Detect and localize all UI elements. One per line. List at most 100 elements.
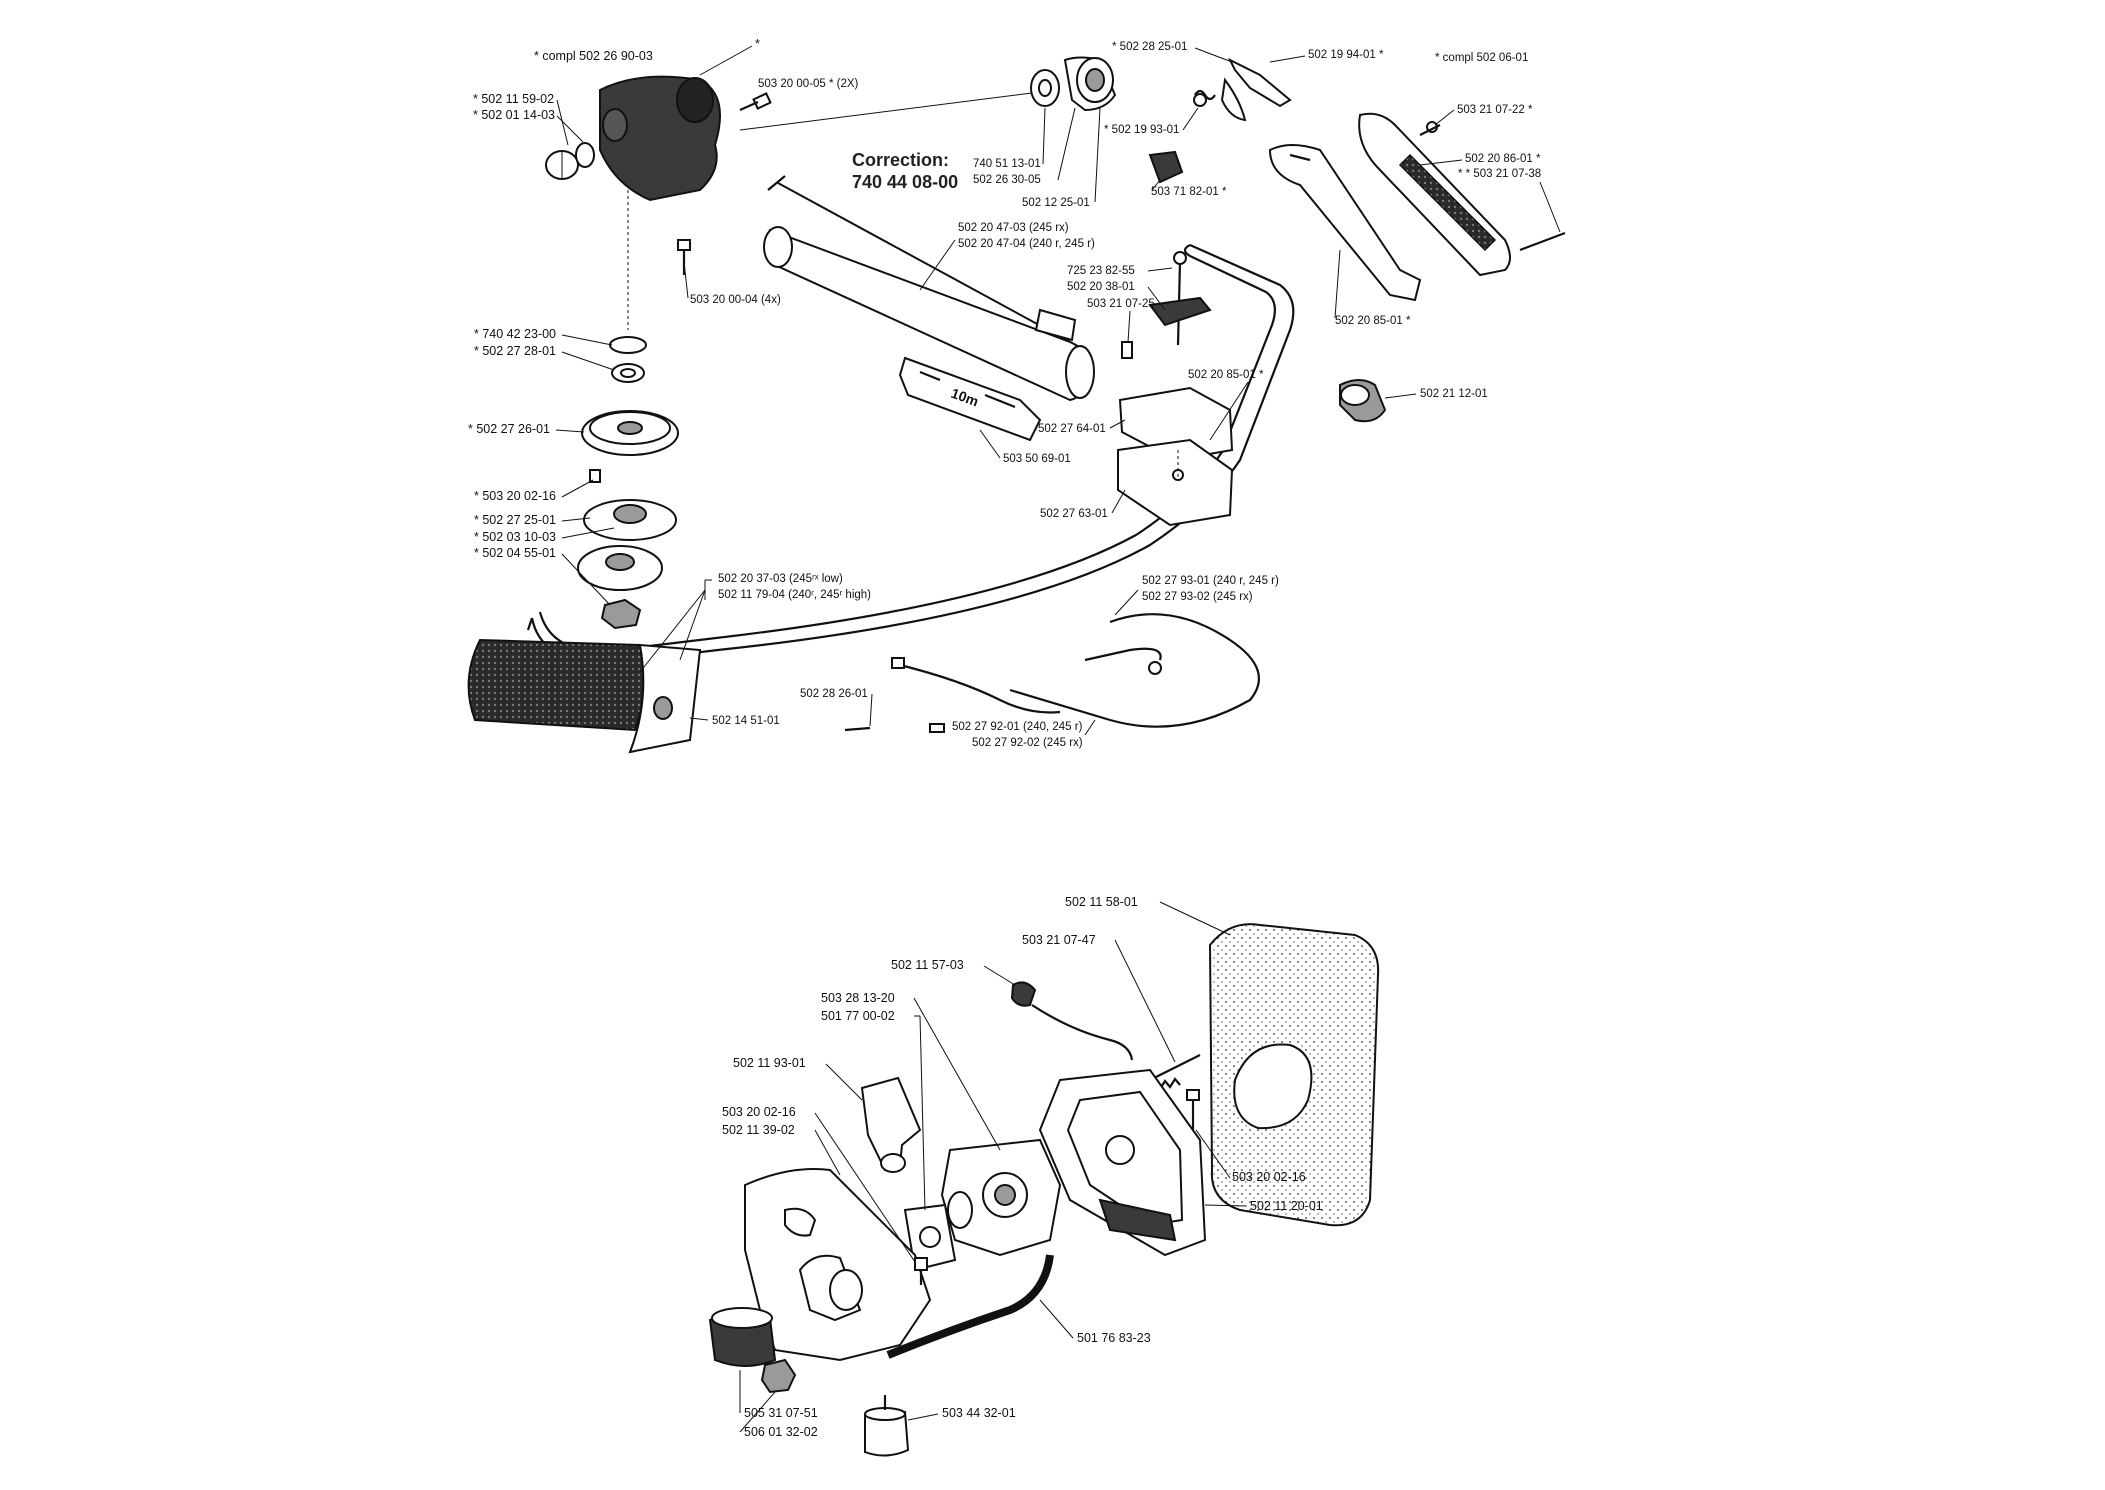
- label-502-20-37-03: 502 20 37-03 (245ʳˣ low): [718, 573, 843, 585]
- stop-switch: [1148, 150, 1184, 184]
- lower-labels: 502 11 58-01 503 21 07-47 502 11 57-03 5…: [722, 895, 1323, 1439]
- fuel-hose: [886, 1254, 1054, 1359]
- label-502-26-30-05: 502 26 30-05: [973, 174, 1041, 186]
- label-502-14-51-01: 502 14 51-01: [712, 715, 780, 727]
- label-503-21-07-47: 503 21 07-47: [1022, 933, 1096, 947]
- label-502-11-39-02: 502 11 39-02: [722, 1123, 795, 1137]
- left-grip-handle: [467, 638, 702, 754]
- label-502-27-28-01: * 502 27 28-01: [474, 344, 556, 358]
- label-502-27-92-02: 502 27 92-02 (245 rx): [972, 737, 1083, 749]
- label-502-27-93-02: 502 27 93-02 (245 rx): [1142, 591, 1253, 603]
- label-502-20-47-03: 502 20 47-03 (245 rx): [958, 222, 1069, 234]
- throttle-lever: [1220, 57, 1292, 122]
- label-502-11-20-01: 502 11 20-01: [1250, 1199, 1323, 1213]
- label-502-11-93-01: 502 11 93-01: [733, 1056, 806, 1070]
- screw-4x: [677, 239, 691, 275]
- label-503-20-00-05: 503 20 00-05 * (2X): [758, 78, 859, 90]
- label-502-27-93-01: 502 27 93-01 (240 r, 245 r): [1142, 575, 1279, 587]
- handle-screw-long: [1519, 231, 1566, 252]
- wire-connector: [844, 723, 945, 733]
- upper-labels: * compl 502 26 90-03 * * 502 11 59-02 * …: [468, 37, 1561, 749]
- label-502-20-85-01-right: 502 20 85-01 *: [1335, 315, 1411, 327]
- label-740-51-13-01: 740 51 13-01: [973, 158, 1041, 170]
- label-502-27-26-01: * 502 27 26-01: [468, 422, 550, 436]
- clamp-knob: [1148, 296, 1212, 327]
- label-gearhead-star: *: [755, 37, 760, 51]
- label-503-20-02-16: * 503 20 02-16: [474, 489, 556, 503]
- label-502-21-12-01: 502 21 12-01: [1420, 388, 1488, 400]
- intake-elbow: [860, 1076, 922, 1173]
- o-ring: [609, 336, 647, 354]
- label-502-20-38-01: 502 20 38-01: [1067, 281, 1135, 293]
- label-501-77-00-02: 501 77 00-02: [821, 1009, 895, 1023]
- small-clamp-screw: [1121, 341, 1133, 359]
- label-502-28-25-01: * 502 28 25-01: [1112, 41, 1187, 53]
- label-compl-gearhead: * compl 502 26 90-03: [534, 49, 653, 63]
- gear-head: [599, 75, 721, 330]
- drive-shaft: [767, 175, 1086, 351]
- clamp-upper: [1118, 386, 1234, 462]
- label-503-28-13-20: 503 28 13-20: [821, 991, 895, 1005]
- bearing-ring-small: [1030, 69, 1060, 107]
- housing-screw: [1186, 1089, 1200, 1130]
- label-502-20-85-01-mid: 502 20 85-01 *: [1188, 369, 1264, 381]
- support-cup: [581, 410, 679, 456]
- label-501-76-83-23: 501 76 83-23: [1077, 1331, 1151, 1345]
- air-filter-foam: [1208, 923, 1380, 1227]
- label-502-03-10-03: * 502 03 10-03: [474, 530, 556, 544]
- vibration-damper: [1339, 379, 1387, 423]
- correction-note: Correction: 740 44 08-00: [852, 150, 958, 192]
- label-502-19-93-01: * 502 19 93-01: [1104, 124, 1179, 136]
- label-502-19-94-01: 502 19 94-01 *: [1308, 49, 1384, 61]
- label-503-71-82-01: 503 71 82-01 *: [1151, 186, 1227, 198]
- label-502-01-14-03: * 502 01 14-03: [473, 108, 555, 122]
- ignition-wire-long: [1009, 613, 1260, 728]
- gasket: [903, 1203, 957, 1272]
- label-502-27-92-01: 502 27 92-01 (240, 245 r): [952, 721, 1083, 733]
- gear-head-knob: [545, 142, 595, 180]
- blade-disc-upper: [583, 499, 677, 541]
- label-503-21-07-25: 503 21 07-25: [1087, 298, 1155, 310]
- bearing-housing: [1063, 56, 1117, 112]
- label-505-31-07-51: 505 31 07-51: [744, 1406, 818, 1420]
- carburetor: [940, 1138, 1062, 1257]
- ignition-wire-short: [891, 657, 1061, 714]
- rubber-spacer: [708, 1307, 777, 1367]
- label-503-50-69-01: 503 50 69-01: [1003, 453, 1071, 465]
- handle-screw-top: [1419, 121, 1441, 136]
- label-503-20-00-04: 503 20 00-04 (4x): [690, 294, 781, 306]
- label-502-27-63-01: 502 27 63-01: [1040, 508, 1108, 520]
- filter-housing-plate: [1038, 1068, 1207, 1257]
- correction-number: 740 44 08-00: [852, 172, 958, 192]
- label-502-11-57-03: 502 11 57-03: [891, 958, 964, 972]
- throttle-spring: [1193, 89, 1216, 107]
- small-screw: [589, 469, 601, 483]
- label-725-23-82-55: 725 23 82-55: [1067, 265, 1135, 277]
- label-502-04-55-01: * 502 04 55-01: [474, 546, 556, 560]
- label-502-20-47-04: 502 20 47-04 (240 r, 245 r): [958, 238, 1095, 250]
- label-502-20-86-01: 502 20 86-01 *: [1465, 153, 1541, 165]
- right-handle-half: [1268, 144, 1422, 302]
- right-handle-grip: [1358, 112, 1511, 277]
- label-502-11-58-01: 502 11 58-01: [1065, 895, 1138, 909]
- nut: [600, 598, 642, 630]
- label-503-21-07-38: * * 503 21 07-38: [1458, 168, 1541, 180]
- shaft-tube: [763, 226, 1095, 402]
- label-502-27-25-01: * 502 27 25-01: [474, 513, 556, 527]
- cylinder-base-cover: [744, 1168, 932, 1362]
- choke-lever: [1010, 981, 1134, 1061]
- clamp-lower: [1117, 438, 1234, 527]
- label-506-01-32-02: 506 01 32-02: [744, 1425, 818, 1439]
- distance-decal: 10m: [898, 356, 1042, 442]
- small-nut: [760, 1358, 797, 1394]
- label-740-42-23-00: * 740 42 23-00: [474, 327, 556, 341]
- shaft-end-fitting: [1034, 308, 1077, 342]
- clamp-bolt: [1173, 251, 1187, 346]
- gear-head-screw: [739, 92, 772, 112]
- blade-disc-lower: [577, 545, 663, 591]
- label-502-12-25-01: 502 12 25-01: [1022, 197, 1090, 209]
- label-502-28-26-01: 502 28 26-01: [800, 688, 868, 700]
- fuel-filter: [864, 1395, 910, 1457]
- label-502-11-79-04: 502 11 79-04 (240ʳ, 245ʳ high): [718, 589, 871, 601]
